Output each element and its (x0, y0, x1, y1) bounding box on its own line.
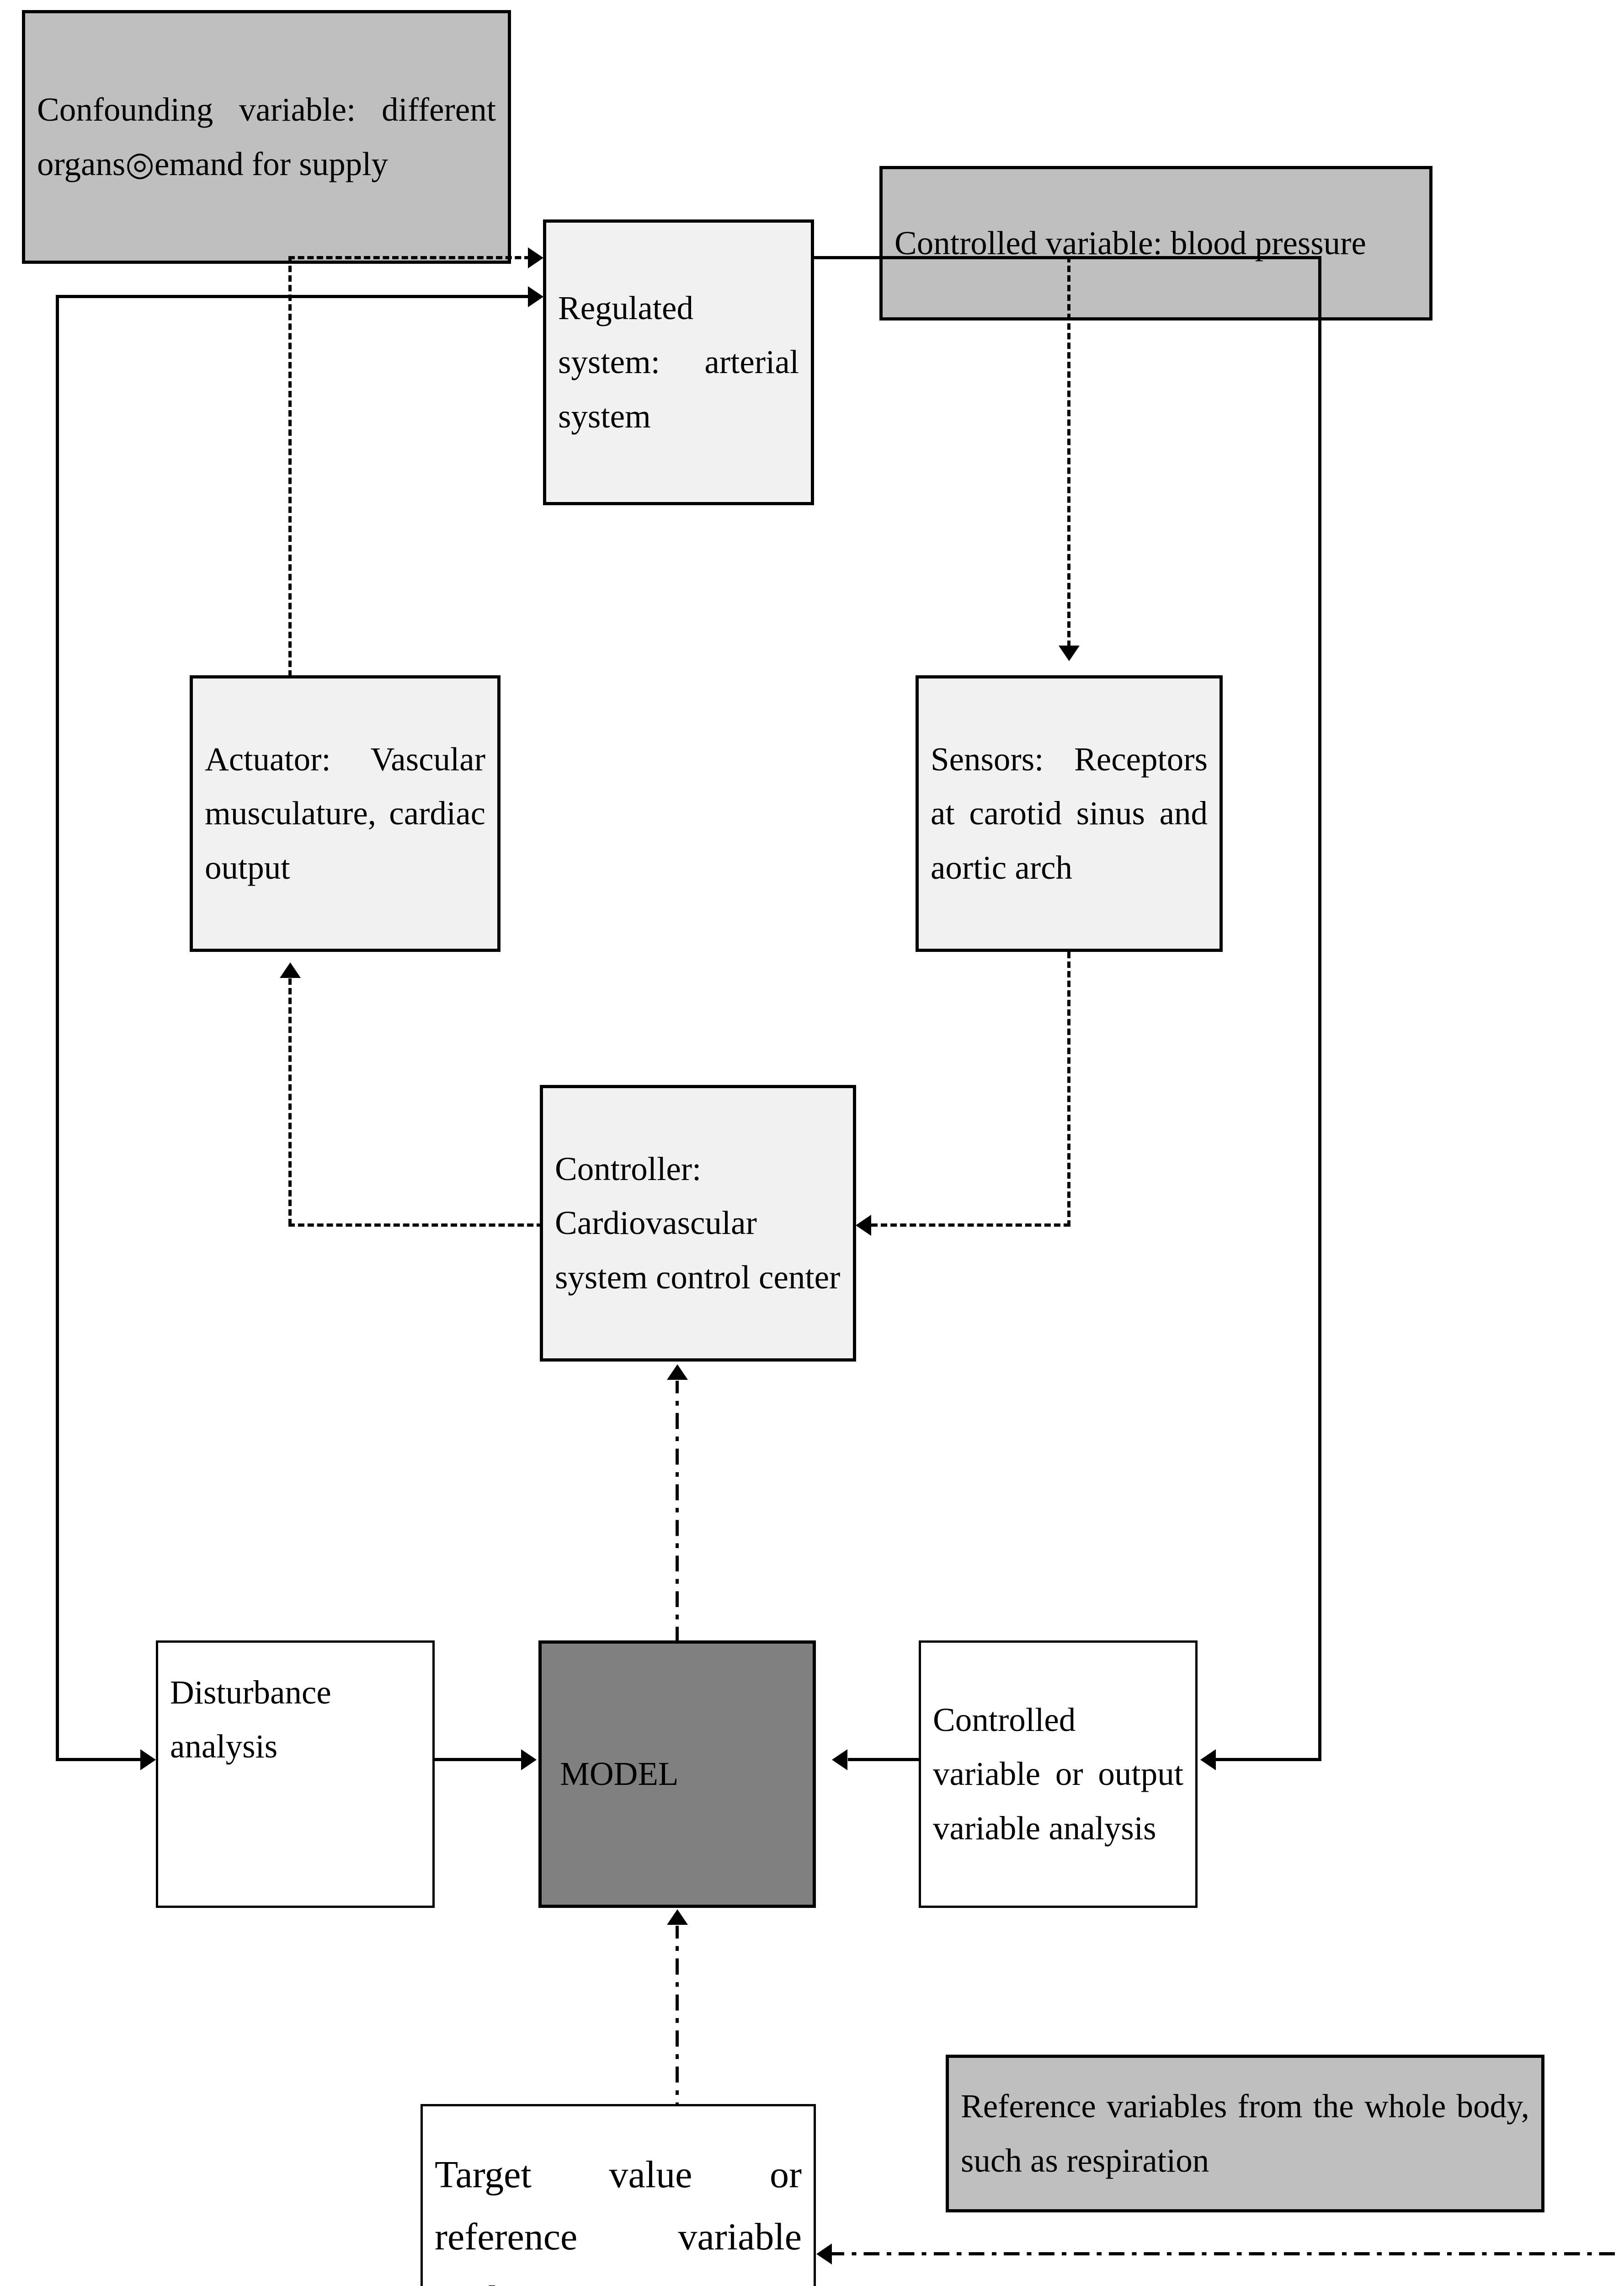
node-controlled-variable-note-label: Controlled variable: blood pressure (895, 224, 1366, 262)
edge-regulated-to-output-vertical (1318, 256, 1321, 1761)
node-sensors: Sensors: Receptors at carotid sinus and … (916, 675, 1223, 952)
edge-disturbance-loop-top (56, 295, 529, 298)
node-reference-variables-note: Reference variables from the whole body,… (946, 2055, 1544, 2212)
node-target-value-analysis-label: Target value or reference variable analy… (435, 2153, 802, 2286)
edge-reference-to-target (832, 2252, 1618, 2255)
node-confounding-variable-label: Confounding variable: different organs◎e… (37, 91, 496, 182)
edge-sensors-to-controller-horizontal (871, 1223, 1070, 1227)
edge-actuator-to-regulated-vertical (288, 256, 292, 677)
node-confounding-variable: Confounding variable: different organs◎e… (22, 10, 511, 264)
node-disturbance-analysis-label: Disturbance analysis (170, 1674, 331, 1765)
edge-actuator-to-regulated-horizontal (288, 256, 531, 259)
edge-actuator-to-regulated-arrowhead (528, 247, 543, 268)
node-actuator-label: Actuator: Vascular musculature, cardiac … (205, 741, 485, 886)
edge-regulated-to-sensors-vertical (1067, 256, 1070, 647)
node-output-variable-analysis-label: Controlled variable or output variable a… (933, 1701, 1183, 1847)
node-disturbance-analysis: Disturbance analysis (156, 1640, 435, 1908)
edge-controller-to-actuator-horizontal (288, 1223, 543, 1227)
node-model: MODEL (538, 1640, 816, 1908)
node-output-variable-analysis: Controlled variable or output variable a… (919, 1640, 1198, 1908)
edge-regulated-to-output-bottom (1216, 1758, 1321, 1761)
node-regulated-system-label: Regulated system: arterial system (558, 289, 799, 435)
edge-model-to-controller (676, 1381, 679, 1642)
node-actuator: Actuator: Vascular musculature, cardiac … (190, 675, 501, 952)
node-target-value-analysis: Target value or reference variable analy… (421, 2104, 816, 2286)
edge-loop-bottom-arrowhead (140, 1749, 156, 1770)
node-model-label: MODEL (560, 1755, 679, 1793)
edge-disturbance-loop-vertical (56, 295, 59, 1758)
node-controlled-variable-note: Controlled variable: blood pressure (879, 166, 1432, 320)
edge-model-to-controller-arrowhead (667, 1364, 688, 1380)
edge-controller-to-actuator-vertical (288, 978, 292, 1225)
edge-reference-to-target-arrowhead (816, 2243, 832, 2265)
edge-target-to-model-arrowhead (667, 1909, 688, 1925)
node-controller: Controller: Cardiovascular system contro… (540, 1085, 856, 1362)
edge-disturbance-to-model (435, 1758, 522, 1761)
edge-output-to-model (848, 1758, 920, 1761)
edge-sensors-to-controller-arrowhead (856, 1215, 871, 1236)
edge-regulated-to-output-top (814, 256, 1321, 259)
edge-regulated-to-output-arrowhead (1200, 1749, 1216, 1770)
edge-regulated-to-sensors-arrowhead (1059, 646, 1080, 661)
node-sensors-label: Sensors: Receptors at carotid sinus and … (931, 741, 1208, 886)
edge-disturbance-to-model-arrowhead (521, 1749, 537, 1770)
node-controller-label: Controller: Cardiovascular system contro… (555, 1150, 841, 1296)
node-reference-variables-note-label: Reference variables from the whole body,… (961, 2088, 1529, 2179)
edge-loop-bottom-to-disturbance (56, 1758, 143, 1761)
edge-sensors-to-controller-vertical (1067, 952, 1070, 1227)
edge-output-to-model-arrowhead (832, 1749, 847, 1770)
edge-target-to-model (676, 1926, 679, 2106)
node-regulated-system: Regulated system: arterial system (543, 219, 814, 505)
edge-controller-to-actuator-arrowhead (280, 962, 301, 978)
edge-disturbance-loop-arrowhead (528, 286, 543, 307)
